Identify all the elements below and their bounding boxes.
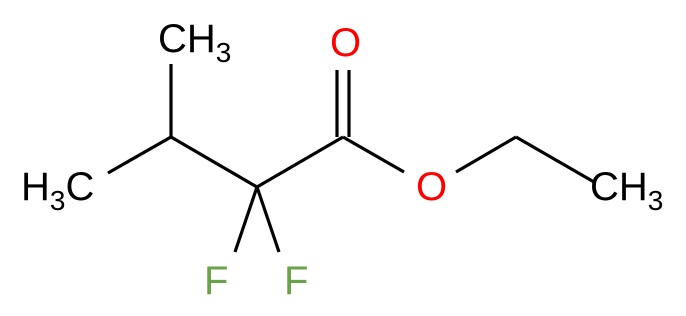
bond-ch2-ch3 <box>515 135 595 184</box>
fluorine-right-label: F <box>284 259 308 303</box>
methyl-right-label: CH3 <box>590 165 663 216</box>
carbonyl-oxygen-label: O <box>330 21 361 65</box>
bond-o-ch2 <box>455 135 517 174</box>
ester-oxygen-label: O <box>416 165 447 209</box>
bond-c1-o-ester <box>342 135 405 174</box>
bond-c3-c2 <box>170 135 258 189</box>
bond-c3-ch3-left <box>107 135 172 175</box>
bond-c2-f-right <box>255 186 281 253</box>
bond-c2-f-left <box>233 186 259 253</box>
methyl-left-label: H3C <box>21 165 94 216</box>
methyl-top-label: CH3 <box>158 17 231 68</box>
bond-c2-c1 <box>256 135 344 189</box>
fluorine-left-label: F <box>204 259 228 303</box>
